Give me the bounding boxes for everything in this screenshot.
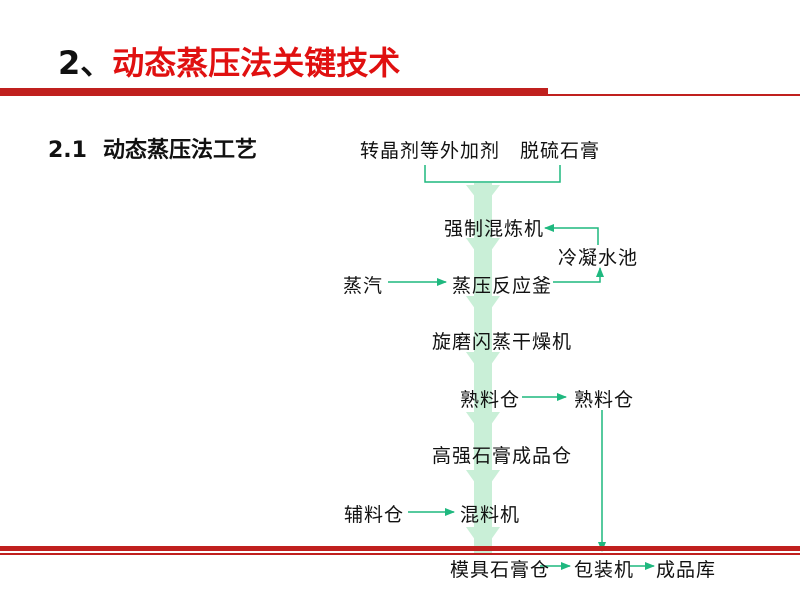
title-number: 2、 [58, 44, 113, 82]
title-rule [0, 88, 548, 96]
node-packer: 包装机 [574, 559, 635, 581]
section-number: 2.1 [48, 138, 87, 163]
arrowhead-4 [466, 352, 500, 376]
pool-to-mixer-arrow [544, 224, 599, 245]
node-autoclave: 蒸压反应釜 [452, 275, 553, 297]
page-title: 2、 动态蒸压法关键技术 [58, 38, 400, 84]
node-clinker-silo-1: 熟料仓 [460, 389, 521, 411]
node-steam: 蒸汽 [343, 275, 384, 297]
arrowhead-5 [466, 412, 500, 436]
arrowhead-7 [466, 527, 500, 551]
autoclave-to-pool-arrow [553, 267, 604, 283]
footer-rule [0, 546, 800, 551]
section-title: 动态蒸压法工艺 [102, 138, 257, 163]
title-rule-thin [548, 94, 800, 96]
node-crystal-agent: 转晶剂等外加剂 [360, 140, 501, 162]
input-bracket-line [424, 165, 561, 183]
main-flow-arrow [466, 183, 500, 553]
node-desulf-gypsum: 脱硫石膏 [520, 140, 601, 162]
node-aux-silo: 辅料仓 [344, 504, 405, 526]
node-warehouse: 成品库 [656, 559, 717, 581]
node-cooling-pool: 冷凝水池 [558, 247, 639, 269]
section-heading: 2.1 动态蒸压法工艺 [48, 132, 273, 164]
node-clinker-silo-2: 熟料仓 [574, 389, 635, 411]
title-text: 动态蒸压法关键技术 [112, 44, 401, 82]
node-dryer: 旋磨闪蒸干燥机 [432, 331, 573, 353]
arrowhead-2 [466, 238, 500, 262]
node-blender: 混料机 [460, 504, 521, 526]
arrowhead-6 [466, 470, 500, 494]
arrowhead-3 [466, 296, 500, 320]
node-mold-gypsum-silo: 模具石膏仓 [450, 559, 551, 581]
node-mixer: 强制混炼机 [444, 218, 545, 240]
node-hs-gypsum-silo: 高强石膏成品仓 [432, 445, 573, 467]
arrowhead-1 [466, 185, 500, 207]
footer-rule-thin [0, 553, 800, 555]
